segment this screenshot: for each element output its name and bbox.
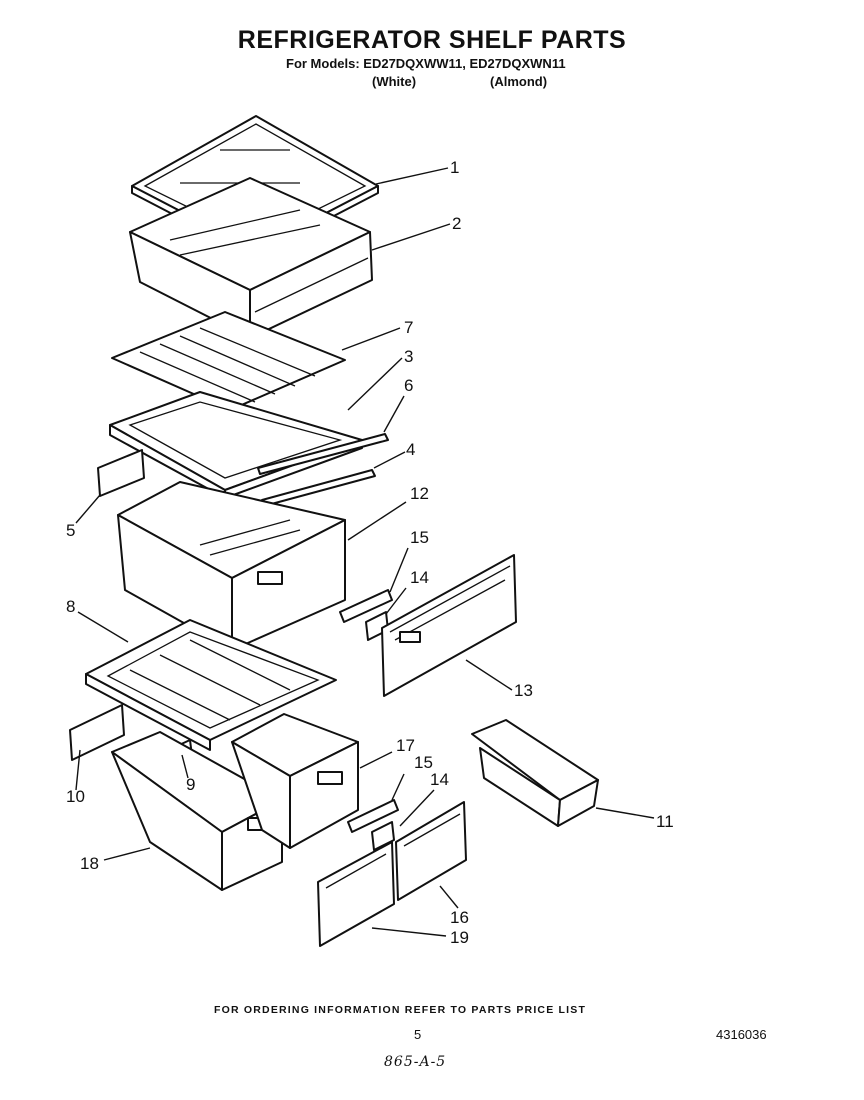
page-number: 5	[414, 1027, 422, 1042]
part-10-side-rail	[69, 704, 125, 761]
callout-4: 4	[406, 440, 416, 459]
callout-17: 17	[396, 736, 415, 755]
callout-13: 13	[514, 681, 533, 700]
callout-1: 1	[450, 158, 460, 177]
part-2-meat-pan	[129, 177, 373, 339]
part-11-door-bin	[471, 719, 599, 827]
callout-19: 19	[450, 928, 469, 947]
callout-15-lower: 15	[414, 753, 433, 772]
leader-lines	[75, 167, 655, 937]
callout-12: 12	[410, 484, 429, 503]
page-title: REFRIGERATOR SHELF PARTS	[237, 26, 627, 54]
models-line: For Models: ED27DQXWW11, ED27DQXWN11	[286, 56, 566, 71]
callout-14-upper: 14	[410, 568, 429, 587]
part-19-left-drawer-front	[317, 841, 395, 947]
variant-white: (White)	[372, 74, 417, 89]
part-14-lower-bracket	[371, 821, 395, 851]
part-5-side-rail	[97, 449, 145, 497]
callout-3: 3	[404, 347, 414, 366]
callout-9: 9	[186, 775, 196, 794]
ordering-note: FOR ORDERING INFORMATION REFER TO PARTS …	[214, 1004, 587, 1016]
part-8-bottom-shelf	[85, 619, 337, 751]
callout-14-lower: 14	[430, 770, 449, 789]
part-7-crisper-cover-insert	[111, 311, 346, 411]
callout-16: 16	[450, 908, 469, 927]
variant-almond: (Almond)	[490, 74, 548, 89]
part-13-drawer-front	[381, 554, 517, 697]
callout-15-upper: 15	[410, 528, 429, 547]
handwritten-note: 865-A-5	[384, 1054, 447, 1070]
part-12-crisper-drawer	[117, 481, 346, 651]
document-number: 4316036	[716, 1027, 767, 1042]
part-17-right-drawer	[231, 713, 359, 849]
callout-11: 11	[656, 812, 674, 831]
callout-5: 5	[66, 521, 76, 540]
callout-6: 6	[404, 376, 414, 395]
part-16-right-drawer-front	[395, 801, 467, 901]
part-15-upper-slide	[339, 589, 393, 623]
callout-18: 18	[80, 854, 99, 873]
callout-2: 2	[452, 214, 462, 233]
callout-10: 10	[66, 787, 85, 806]
callout-8: 8	[66, 597, 76, 616]
part-6-rail	[257, 433, 389, 475]
part-15-lower-slide	[347, 799, 399, 833]
callout-7: 7	[404, 318, 414, 337]
